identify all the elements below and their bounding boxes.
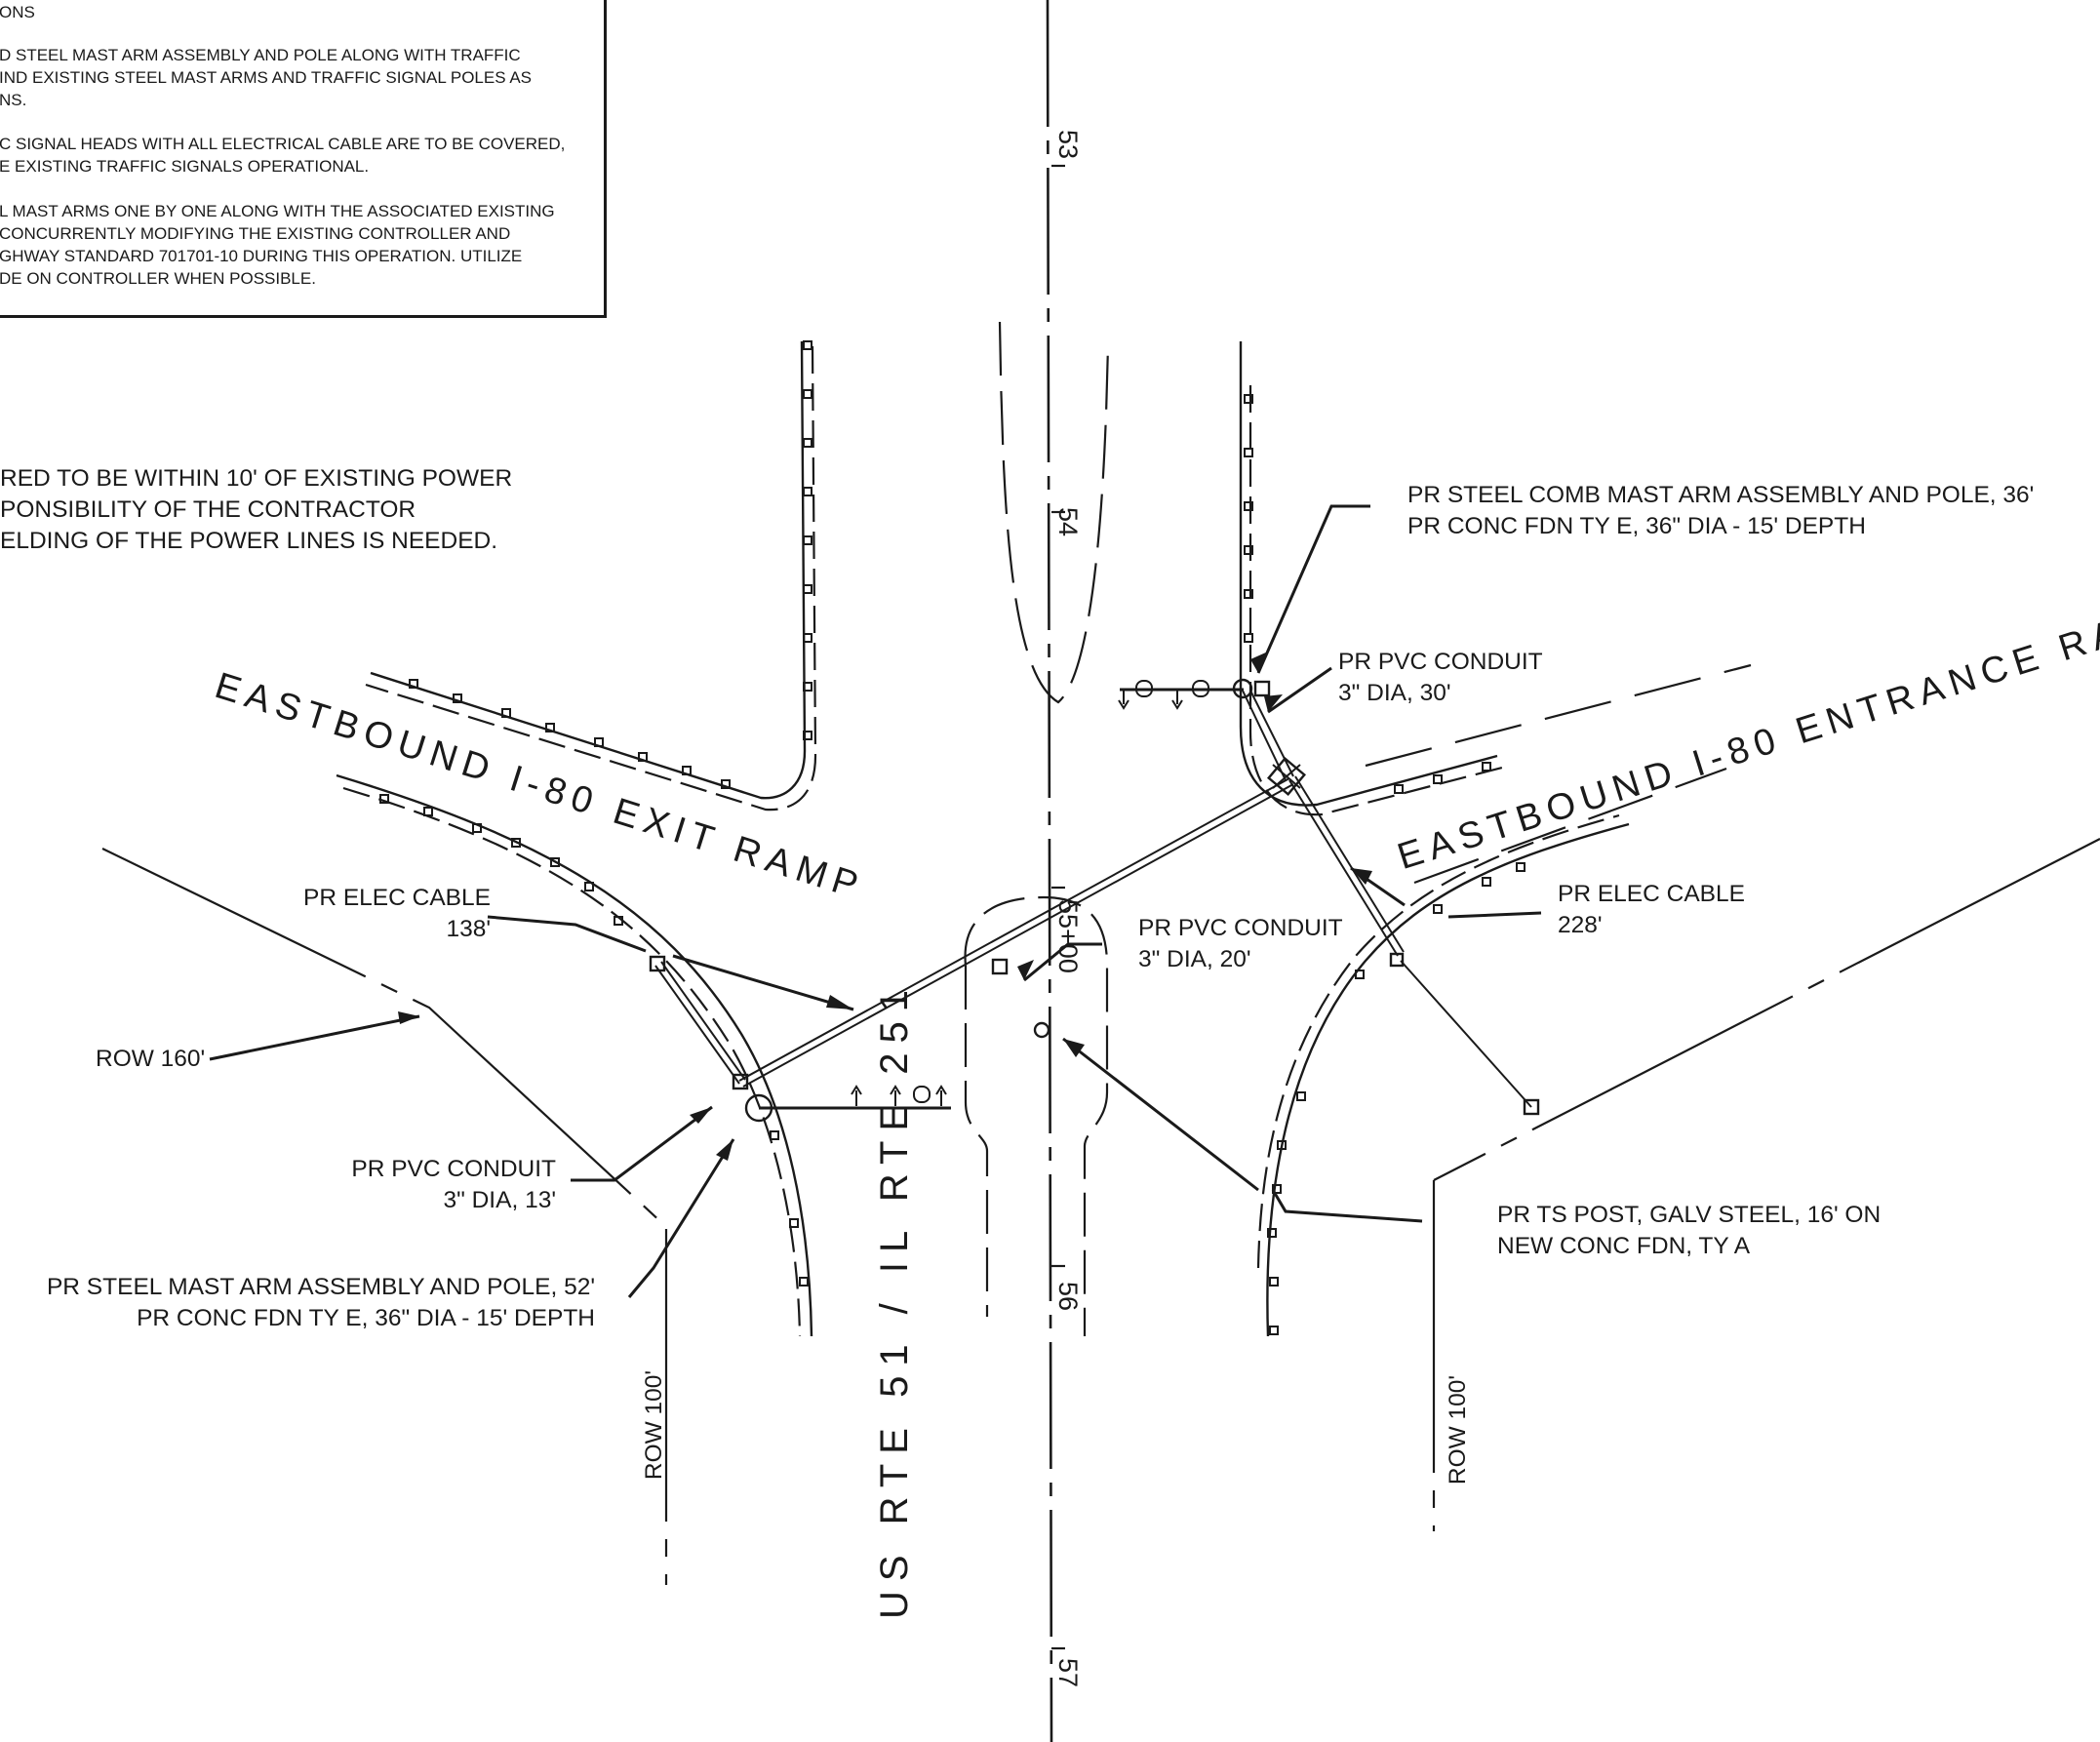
construction-notes-box: ONS D STEEL MAST ARM ASSEMBLY AND POLE A… — [0, 0, 607, 318]
notes-line-1: ONS — [0, 3, 35, 21]
elec-cable-138-label-2: 138' — [446, 916, 491, 942]
ne-curb-offset — [1248, 385, 1503, 816]
ramp-handhole — [649, 955, 666, 972]
row-100-right-label: ROW 100' — [1445, 1374, 1471, 1485]
entrance-ramp-lane — [1365, 663, 1752, 768]
pvc-conduit-20-label-1: PR PVC CONDUIT — [1138, 915, 1343, 941]
ne-curb — [1239, 341, 1498, 807]
ts-post-label-2: NEW CONC FDN, TY A — [1497, 1233, 1751, 1259]
pvc-conduit-30-label-1: PR PVC CONDUIT — [1338, 649, 1543, 675]
mainline-centerline — [1046, 0, 1053, 1742]
notes-line-8: CONCURRENTLY MODIFYING THE EXISTING CONT… — [0, 224, 511, 243]
ne-mast-arm-pole — [1232, 678, 1253, 699]
west-mast-arm-pole — [744, 1093, 773, 1123]
se-curb — [1266, 822, 1630, 1337]
power-note-line-2: PONSIBILITY OF THE CONTRACTOR — [0, 496, 416, 523]
west-handhole — [732, 1073, 749, 1090]
elec-cable-228-label-1: PR ELEC CABLE — [1558, 881, 1745, 907]
pvc-conduit-20-label-2: 3" DIA, 20' — [1138, 946, 1251, 972]
ne-handhole — [1253, 680, 1271, 697]
se-curb-offset — [1256, 813, 1620, 1269]
exit-ramp-south-curb — [336, 773, 813, 1337]
mainline-route-name: US RTE 51 / IL RTE 251 — [873, 979, 916, 1619]
north-median-island — [998, 321, 1110, 704]
nw-curb-east — [370, 340, 807, 800]
leader-lines — [209, 504, 1542, 1298]
comb-mast-arm-label-1: PR STEEL COMB MAST ARM ASSEMBLY AND POLE… — [1407, 482, 2035, 508]
station-54-label: 54 — [1053, 507, 1083, 537]
station-53-label: 53 — [1053, 130, 1083, 160]
nw-curb-east-offset — [365, 345, 817, 812]
row-line-east — [1433, 838, 2100, 1181]
comb-mast-arm-label-2: PR CONC FDN TY E, 36" DIA - 15' DEPTH — [1407, 513, 1866, 539]
pvc-conduit-30-label-2: 3" DIA, 30' — [1338, 680, 1451, 706]
notes-line-10: DE ON CONTROLLER WHEN POSSIBLE. — [0, 269, 316, 288]
signal-heads-west — [851, 1085, 947, 1106]
notes-line-6: E EXISTING TRAFFIC SIGNALS OPERATIONAL. — [0, 157, 370, 176]
median-handhole — [991, 958, 1009, 975]
notes-line-2: D STEEL MAST ARM ASSEMBLY AND POLE ALONG… — [0, 46, 521, 64]
station-56-label: 56 — [1053, 1282, 1083, 1312]
exit-ramp-south-curb-offset — [342, 786, 802, 1337]
curb-markers — [379, 340, 1525, 1335]
se-handhole — [1389, 952, 1405, 968]
entrance-ramp-lane-2 — [1413, 767, 1727, 885]
notes-line-7: L MAST ARMS ONE BY ONE ALONG WITH THE AS… — [0, 202, 555, 220]
se-ped-post — [1523, 1098, 1540, 1116]
elec-cable-route — [654, 690, 1532, 1108]
elec-cable-228-label-2: 228' — [1558, 912, 1603, 938]
signal-heads-ne — [1118, 680, 1209, 710]
south-median-island-west — [964, 966, 989, 1317]
leader-arrowheads — [398, 652, 1372, 1161]
controller-cabinet-x — [1272, 764, 1301, 789]
power-note-line-1: RED TO BE WITHIN 10' OF EXISTING POWER — [0, 465, 513, 492]
ts-post-label-1: PR TS POST, GALV STEEL, 16' ON — [1497, 1202, 1882, 1228]
notes-line-3: IND EXISTING STEEL MAST ARMS AND TRAFFIC… — [0, 68, 533, 87]
mast-arm-52-label-1: PR STEEL MAST ARM ASSEMBLY AND POLE, 52' — [46, 1274, 595, 1300]
mast-arm-52-label-2: PR CONC FDN TY E, 36" DIA - 15' DEPTH — [137, 1305, 595, 1331]
station-55-label: 55+00 — [1053, 899, 1083, 973]
notes-line-5: C SIGNAL HEADS WITH ALL ELECTRICAL CABLE… — [0, 135, 566, 153]
row-line-west — [101, 848, 664, 1225]
south-median-island — [964, 895, 1109, 1336]
notes-line-4: NS. — [0, 91, 27, 109]
pvc-conduit-13-label-1: PR PVC CONDUIT — [351, 1156, 556, 1182]
row-100-left-label: ROW 100' — [641, 1369, 667, 1481]
pvc-conduit-13-label-2: 3" DIA, 13' — [443, 1187, 556, 1213]
power-note-line-3: ELDING OF THE POWER LINES IS NEEDED. — [0, 528, 498, 554]
row-160-label: ROW 160' — [96, 1046, 206, 1072]
station-57-label: 57 — [1053, 1658, 1083, 1688]
notes-line-9: GHWAY STANDARD 701701-10 DURING THIS OPE… — [0, 247, 523, 265]
ts-post — [1033, 1021, 1050, 1039]
elec-cable-138-label-1: PR ELEC CABLE — [303, 885, 491, 911]
